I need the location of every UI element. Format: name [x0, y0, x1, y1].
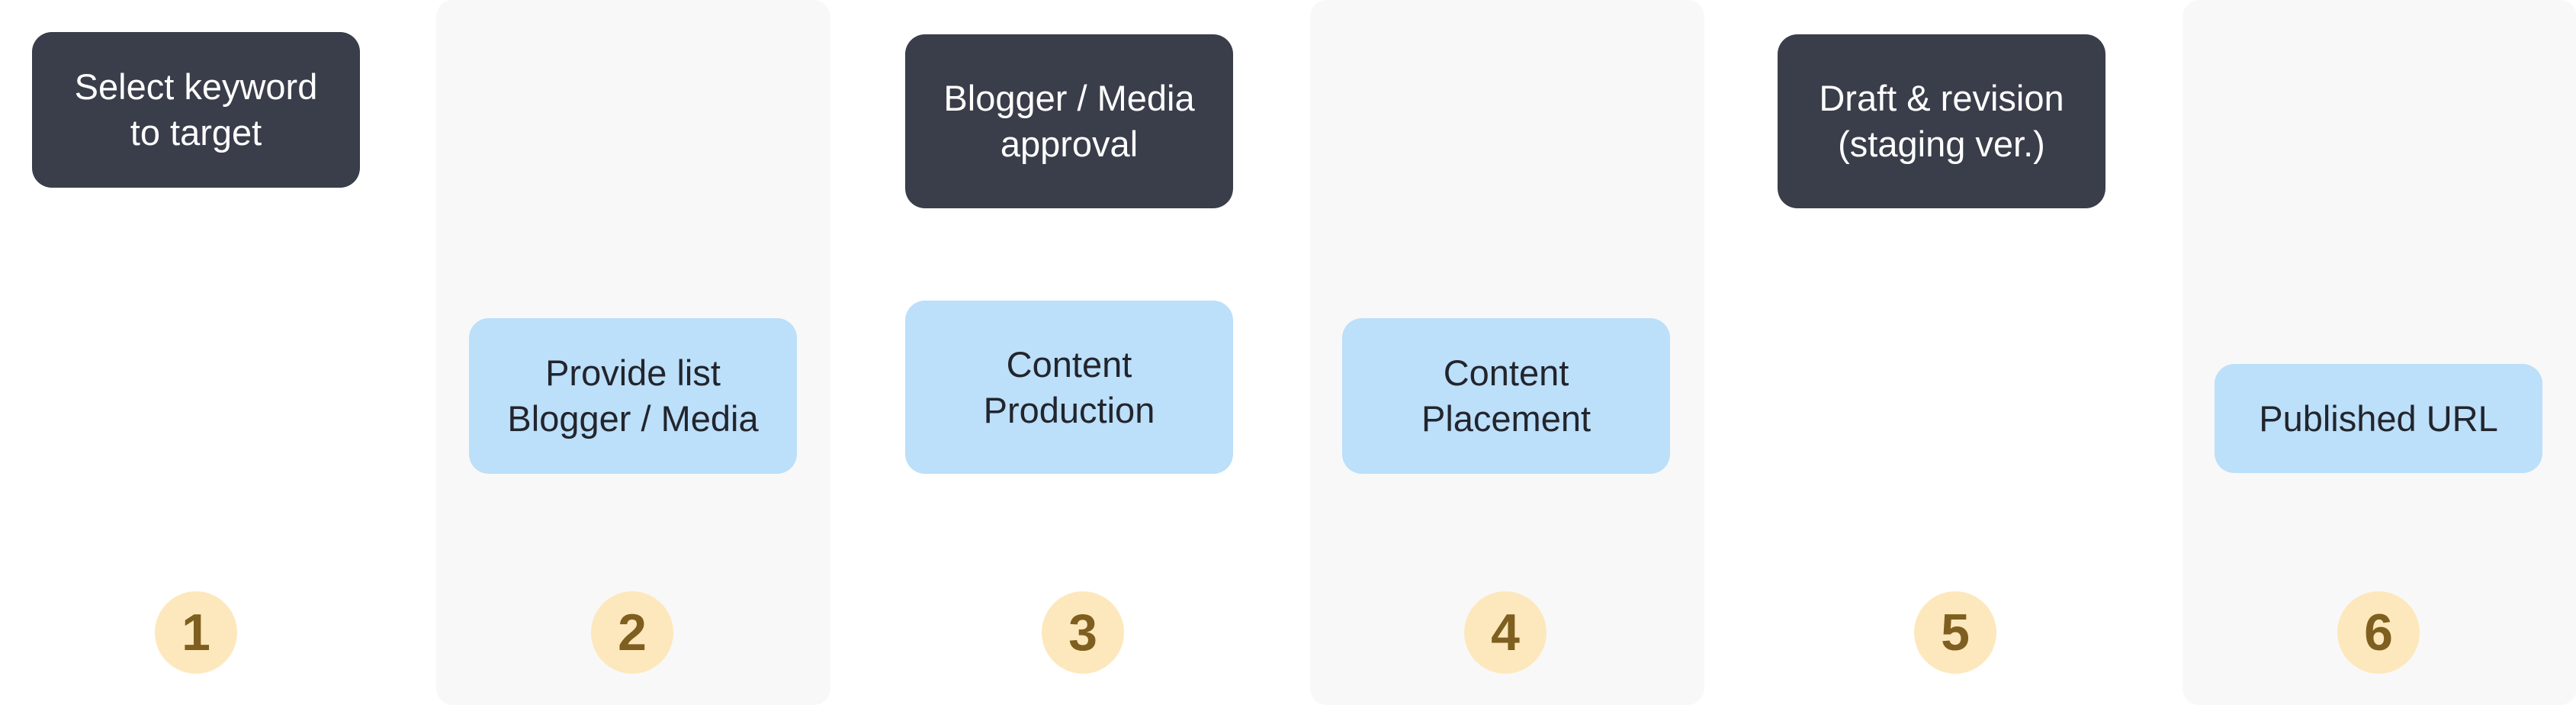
step-1-number-badge: 1 — [155, 591, 237, 674]
step-3-number-badge: 3 — [1042, 591, 1124, 674]
step-3-client-box: Blogger / Media approval — [905, 34, 1233, 208]
step-4-number-badge: 4 — [1464, 591, 1547, 674]
step-2-number-badge: 2 — [591, 591, 673, 674]
step-6-column-band — [2183, 0, 2576, 705]
step-3-agency-box: Content Production — [905, 301, 1233, 474]
step-1-client-box: Select keyword to target — [32, 32, 360, 188]
step-5-number-badge: 5 — [1914, 591, 1996, 674]
step-6-number-badge: 6 — [2337, 591, 2420, 674]
step-2-agency-box: Provide list Blogger / Media — [469, 318, 797, 474]
step-6-agency-box: Published URL — [2215, 364, 2542, 473]
step-4-agency-box: Content Placement — [1342, 318, 1670, 474]
step-5-client-box: Draft & revision (staging ver.) — [1778, 34, 2105, 208]
